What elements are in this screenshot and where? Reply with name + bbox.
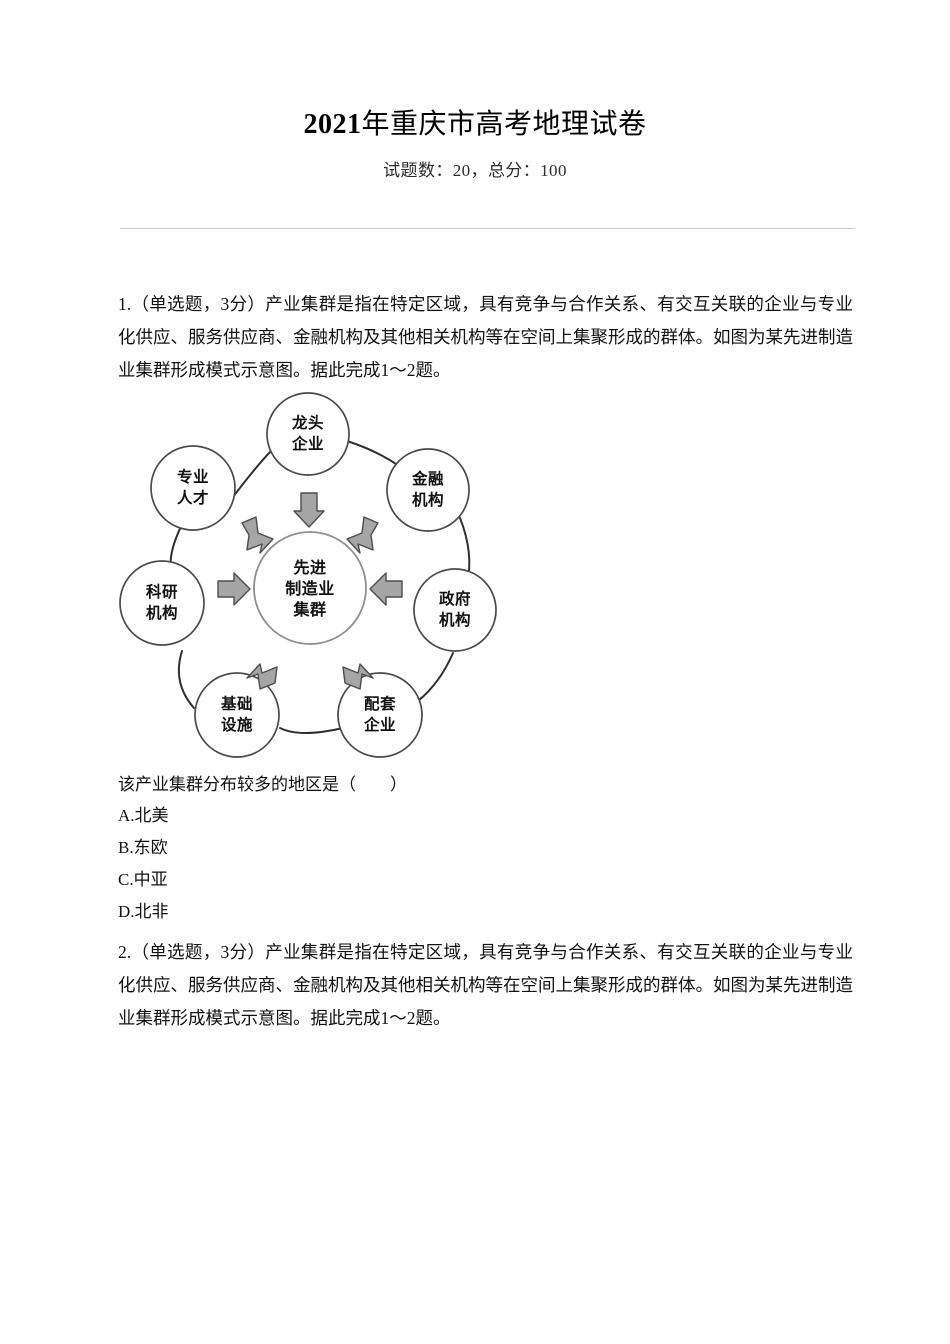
- arc-government-supporting: [417, 652, 454, 702]
- question-2-meta: （单选题，3分）: [131, 942, 266, 962]
- node-leading-enterprise-line-1: 龙头: [291, 413, 324, 432]
- arc-talent-leading: [229, 444, 278, 502]
- page-title: 2021年重庆市高考地理试卷: [0, 107, 950, 143]
- question-1-text: 产业集群是指在特定区域，具有竞争与合作关系、有交互关联的企业与专业化供应、服务供…: [118, 294, 854, 380]
- arc-supporting-infrastructure: [279, 727, 344, 734]
- node-financial-institution-circle: [386, 448, 470, 532]
- arrow-up-right-icon: [246, 663, 278, 690]
- node-infrastructure-line-1: 基础: [220, 694, 253, 713]
- node-research-institution-circle: [119, 560, 205, 646]
- arrow-down-icon: [293, 492, 325, 528]
- arrow-down-left-icon: [346, 516, 379, 554]
- question-2-number: 2.: [118, 942, 132, 962]
- arrow-left-icon: [369, 572, 403, 606]
- node-research-institution-line-2: 机构: [146, 603, 178, 622]
- node-government-agency-line-2: 机构: [439, 610, 471, 629]
- option-b-key: B.: [118, 838, 134, 857]
- question-2-stem: 2.（单选题，3分）产业集群是指在特定区域，具有竞争与合作关系、有交互关联的企业…: [118, 936, 853, 1035]
- question-1-meta: （单选题，3分）: [131, 294, 266, 314]
- node-leading-enterprise-line-2: 企业: [291, 434, 324, 453]
- option-d-key: D.: [118, 902, 135, 921]
- option-a-text: 北美: [134, 806, 169, 825]
- node-infrastructure-line-2: 设施: [221, 715, 253, 734]
- node-supporting-enterprise-line-2: 企业: [363, 715, 396, 734]
- node-professional-talent-line-1: 专业: [177, 467, 209, 486]
- cluster-diagram: 先进 制造业 集群 龙头 企业 金融 机构 政府 机构 配套 企业 基础 设施 …: [110, 383, 530, 765]
- question-1-number: 1.: [118, 294, 132, 314]
- option-d-text: 北非: [134, 902, 169, 921]
- node-leading-enterprise-circle: [266, 392, 350, 476]
- page-subtitle: 试题数：20，总分：100: [383, 161, 567, 180]
- node-government-agency-line-1: 政府: [439, 589, 471, 608]
- center-label-line-1: 先进: [293, 558, 326, 577]
- node-infrastructure-circle: [194, 672, 280, 758]
- header-divider: [120, 228, 855, 229]
- option-d[interactable]: D.北非: [118, 896, 518, 928]
- center-node-circle: [253, 531, 367, 645]
- option-a[interactable]: A.北美: [118, 800, 518, 832]
- arrow-up-left-icon: [342, 663, 374, 690]
- option-c-key: C.: [118, 870, 134, 889]
- title-text: 年重庆市高考地理试卷: [361, 109, 647, 140]
- center-label-line-3: 集群: [292, 600, 326, 619]
- node-financial-institution-line-2: 机构: [412, 490, 444, 509]
- arrow-down-right-icon: [241, 516, 274, 554]
- node-research-institution-line-1: 科研: [146, 582, 178, 601]
- option-c[interactable]: C.中亚: [118, 864, 518, 896]
- question-1-options: A.北美 B.东欧 C.中亚 D.北非: [118, 800, 518, 928]
- node-financial-institution-line-1: 金融: [411, 469, 444, 488]
- arrow-right-icon: [217, 572, 251, 606]
- question-1-sub-stem: 该产业集群分布较多的地区是（ ）: [118, 775, 407, 794]
- center-label-line-2: 制造业: [285, 579, 335, 598]
- question-2-text: 产业集群是指在特定区域，具有竞争与合作关系、有交互关联的企业与专业化供应、服务供…: [118, 942, 854, 1028]
- option-b[interactable]: B.东欧: [118, 832, 518, 864]
- node-government-agency-circle: [413, 568, 497, 652]
- arc-infrastructure-research: [178, 650, 195, 709]
- node-professional-talent-line-2: 人才: [177, 488, 209, 507]
- title-year: 2021: [303, 109, 362, 140]
- question-1-stem: 1.（单选题，3分）产业集群是指在特定区域，具有竞争与合作关系、有交互关联的企业…: [118, 288, 853, 387]
- option-b-text: 东欧: [133, 838, 168, 857]
- node-supporting-enterprise-line-1: 配套: [364, 694, 396, 713]
- option-a-key: A.: [118, 806, 135, 825]
- node-professional-talent-circle: [150, 445, 236, 531]
- node-supporting-enterprise-circle: [337, 672, 423, 758]
- option-c-text: 中亚: [133, 870, 168, 889]
